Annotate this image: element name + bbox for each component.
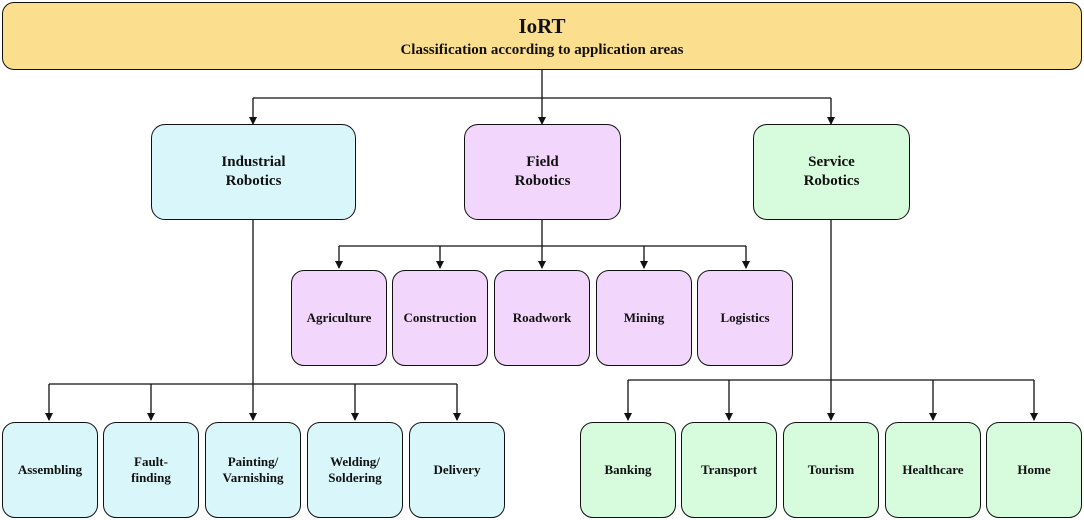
field-item-label: Agriculture xyxy=(306,309,372,325)
category-label-line1: Industrial xyxy=(221,154,286,171)
field-item-label: Roadwork xyxy=(512,309,572,325)
service-item-home: Home xyxy=(986,422,1082,518)
service-item-tourism: Tourism xyxy=(783,422,879,518)
industrial-item-assembling: Assembling xyxy=(2,422,98,518)
industrial-item-label-line2: Varnishing xyxy=(222,470,284,485)
industrial-item-label-line2: Soldering xyxy=(328,470,382,485)
category-label-line2: Robotics xyxy=(514,173,571,189)
field-item-roadwork: Roadwork xyxy=(494,270,590,366)
industrial-item-welding-soldering: Welding/ Soldering xyxy=(307,422,403,518)
industrial-item-label-line2: finding xyxy=(131,470,171,485)
industrial-item-fault-finding: Fault- finding xyxy=(103,422,199,518)
field-item-label: Logistics xyxy=(720,309,770,325)
industrial-item-label-line1: Fault- xyxy=(134,453,168,469)
service-item-label: Transport xyxy=(700,461,758,477)
category-label-line1: Service xyxy=(808,154,855,171)
industrial-item-label-line1: Delivery xyxy=(433,461,481,477)
industrial-item-painting-varnishing: Painting/ Varnishing xyxy=(205,422,301,518)
service-item-label: Home xyxy=(1017,461,1051,477)
category-service-robotics: Service Robotics xyxy=(753,124,910,220)
industrial-item-label-line1: Welding/ xyxy=(330,453,380,469)
field-item-agriculture: Agriculture xyxy=(291,270,387,366)
industrial-item-label-line1: Painting/ xyxy=(227,453,279,469)
category-field-robotics: Field Robotics xyxy=(464,124,621,220)
field-item-construction: Construction xyxy=(392,270,488,366)
service-item-transport: Transport xyxy=(681,422,777,518)
category-label-line2: Robotics xyxy=(225,173,282,189)
service-item-label: Banking xyxy=(604,461,652,477)
field-item-mining: Mining xyxy=(596,270,692,366)
category-label-line2: Robotics xyxy=(803,173,860,189)
industrial-item-label-line1: Assembling xyxy=(17,461,83,477)
field-item-label: Construction xyxy=(403,309,477,325)
category-industrial-robotics: Industrial Robotics xyxy=(151,124,356,220)
field-item-logistics: Logistics xyxy=(697,270,793,366)
root-subtitle: Classification according to application … xyxy=(400,41,684,58)
field-item-label: Mining xyxy=(623,309,665,325)
service-item-healthcare: Healthcare xyxy=(885,422,981,518)
category-label-line1: Field xyxy=(526,154,559,171)
service-item-banking: Banking xyxy=(580,422,676,518)
service-item-label: Tourism xyxy=(807,461,855,477)
industrial-item-delivery: Delivery xyxy=(409,422,505,518)
service-item-label: Healthcare xyxy=(902,461,964,477)
root-title: IoRT xyxy=(518,13,566,38)
root-node: IoRT Classification according to applica… xyxy=(2,2,1082,70)
